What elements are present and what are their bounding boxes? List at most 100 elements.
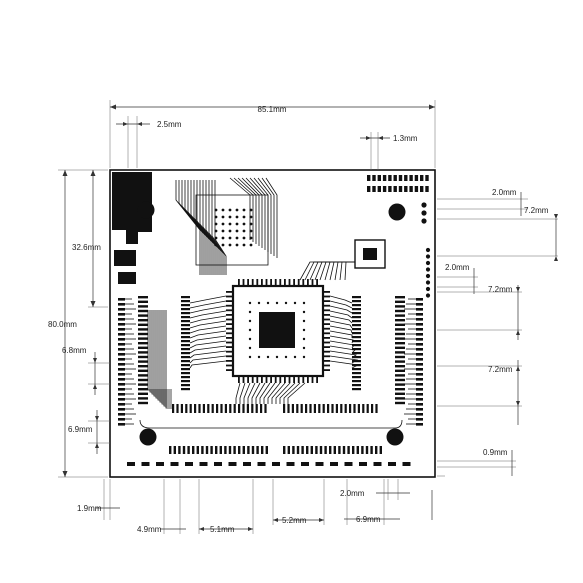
via <box>242 208 246 212</box>
trace <box>344 261 355 281</box>
ic-pin <box>324 350 330 353</box>
connector-pin <box>305 404 308 413</box>
via <box>235 236 239 240</box>
ic-pin <box>226 369 232 371</box>
ic-pin <box>256 279 259 285</box>
trace <box>205 180 221 275</box>
edge-pad <box>315 462 324 466</box>
edge-pad <box>388 462 396 466</box>
connector-pin <box>313 404 316 413</box>
connector-pin <box>366 404 369 413</box>
edge-pad <box>286 462 295 466</box>
ic-ball <box>293 355 297 359</box>
connector-pin <box>189 404 192 413</box>
connector-pin <box>233 446 236 454</box>
edge-pad <box>118 298 125 301</box>
connector-pin <box>395 397 405 400</box>
edge-pad <box>170 462 179 466</box>
edge-pad <box>118 323 125 326</box>
mounting-hole-bottom-left <box>139 428 157 446</box>
connector-pin <box>224 404 227 413</box>
trace <box>251 382 261 404</box>
via <box>242 243 246 247</box>
via <box>221 229 225 233</box>
connector-pin <box>210 446 213 454</box>
connector-pin <box>327 404 330 413</box>
connector-pin <box>352 332 361 335</box>
connector-pin <box>344 404 347 413</box>
ic-ball <box>302 328 306 332</box>
dim-right-top-b: 7.2mm <box>524 206 549 215</box>
edge-pad <box>118 368 125 371</box>
connector-pin <box>194 404 197 413</box>
ic-ball <box>284 355 288 359</box>
connector-pin <box>296 446 300 454</box>
connector-pin <box>178 446 181 454</box>
edge-pad <box>118 348 125 351</box>
connector-pin <box>395 355 405 359</box>
connector-pin <box>353 404 356 413</box>
ic-pin <box>297 377 300 383</box>
connector-pin <box>196 446 199 454</box>
connector-pin <box>181 296 190 299</box>
connector-pin <box>138 328 148 331</box>
trace <box>249 177 266 250</box>
ic-pin <box>226 355 232 358</box>
right-edge-vias <box>421 202 431 298</box>
connector-pin <box>395 365 405 368</box>
connector-pin <box>181 324 190 327</box>
connector-pin <box>181 308 190 311</box>
edge-pad <box>416 308 423 311</box>
trace <box>229 177 251 240</box>
ic-pin <box>226 318 232 321</box>
dim-bottom-c: 5.2mm <box>282 516 307 525</box>
dim-left-upper-height: 32.6mm <box>72 243 101 252</box>
trace <box>189 345 227 354</box>
connector-pin <box>180 404 183 413</box>
dim-left-pitch-a: 6.8mm <box>62 346 87 355</box>
edge-pad <box>214 462 222 466</box>
pcb-board <box>109 169 436 478</box>
edge-pad <box>416 378 423 381</box>
connector-pin <box>181 352 190 355</box>
connector-pad <box>367 186 371 192</box>
connector-pin <box>176 404 179 413</box>
trace <box>239 382 246 404</box>
connector-pin <box>395 309 405 313</box>
ic-pin <box>238 279 240 285</box>
dim-bottom-b: 5.1mm <box>210 525 235 534</box>
dim-top-connector-pitch: 1.3mm <box>393 134 418 143</box>
connector-pad <box>388 175 392 181</box>
connector-pin <box>287 404 290 413</box>
via <box>421 218 427 224</box>
ic-pin <box>251 377 254 383</box>
connector-pin <box>352 324 361 327</box>
connector-pin <box>300 404 303 413</box>
ic-pin <box>324 332 330 335</box>
dim-bottom-left-edge: 1.9mm <box>77 504 102 513</box>
connector-pin <box>215 446 218 454</box>
via <box>421 202 427 208</box>
connector-pin <box>246 404 249 413</box>
ic-pin <box>238 377 240 383</box>
connector-pin <box>181 344 190 347</box>
ic-pin <box>261 279 263 285</box>
ic-pin <box>288 279 291 285</box>
dim-left-hole-offset: 2.5mm <box>157 120 182 129</box>
connector-pin <box>138 388 148 391</box>
connector-pin <box>138 392 148 395</box>
trace <box>253 177 269 252</box>
via <box>242 222 246 226</box>
dim-right-mid-b: 7.2mm <box>488 285 513 294</box>
via <box>235 208 239 212</box>
connector-pin <box>356 446 359 454</box>
connector-pad <box>393 175 397 181</box>
ic-pin <box>284 377 286 383</box>
connector-pad <box>409 186 413 192</box>
connector-pin <box>352 340 361 343</box>
connector-pin <box>310 446 313 454</box>
via <box>425 280 431 285</box>
mounting-hole-top-left <box>137 201 155 219</box>
ic-pin <box>288 377 291 383</box>
edge-pad <box>416 353 423 356</box>
